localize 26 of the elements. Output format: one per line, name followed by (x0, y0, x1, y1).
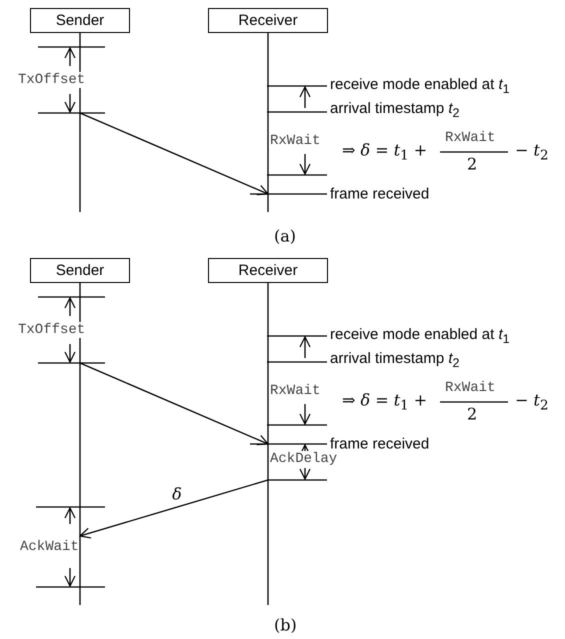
fraction-denominator: 2 (467, 404, 478, 424)
fraction-numerator: RxWait (445, 380, 496, 396)
formula-text: ⇒ δ = t$_{1}$ + (342, 140, 428, 164)
participant-box: Receiver (208, 258, 328, 283)
message-arrow (80, 112, 269, 196)
annotation-text: arrival timestamp t$_{2}$ (330, 350, 460, 370)
participant-box: Receiver (208, 8, 328, 33)
fraction-numerator: RxWait (445, 130, 496, 146)
dimension-label: AckDelay (270, 451, 338, 467)
participant-box: Sender (30, 258, 130, 283)
annotation-text: arrival timestamp t$_{2}$ (330, 100, 460, 120)
fraction-denominator: 2 (467, 154, 478, 174)
panel-caption: (a) (274, 226, 296, 246)
participant-box: Sender (30, 8, 130, 33)
annotation-text: frame received (330, 186, 430, 202)
formula-text: − t$_{2}$ (515, 390, 548, 414)
annotation-text: receive mode enabled at t$_{1}$ (330, 326, 510, 346)
annotation-text: receive mode enabled at t$_{1}$ (330, 76, 510, 96)
formula-text: ⇒ δ = t$_{1}$ + (342, 390, 428, 414)
message-arrow (79, 479, 268, 539)
annotation-text: frame received (330, 436, 430, 452)
panel-caption: (b) (274, 616, 297, 634)
formula-text: − t$_{2}$ (515, 140, 548, 164)
dimension-label: TxOffset (18, 322, 86, 338)
dimension-label: TxOffset (18, 72, 86, 88)
message-arrow (80, 362, 269, 446)
